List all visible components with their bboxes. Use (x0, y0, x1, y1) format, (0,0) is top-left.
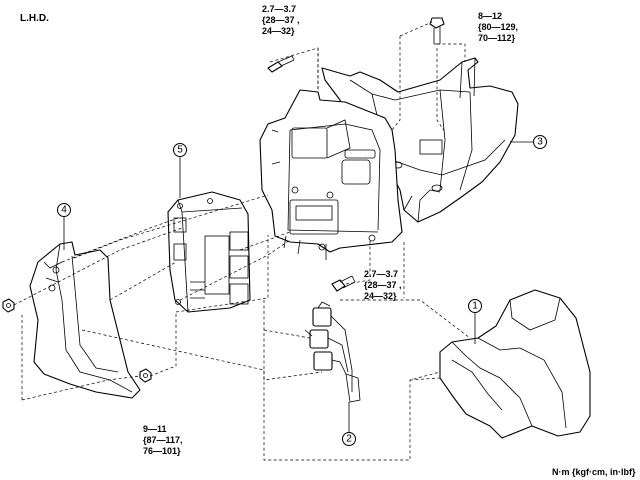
svg-text:3: 3 (537, 137, 543, 148)
svg-text:5: 5 (177, 145, 183, 156)
callout-3: 3 (510, 135, 547, 149)
svg-text:76—101}: 76—101} (143, 446, 181, 456)
torque-spec-top-center: 2.7—3.7 {28—37 , 24—32} (262, 4, 300, 36)
alignment-lines (13, 21, 471, 461)
svg-text:4: 4 (61, 205, 67, 216)
pcm-bracket (259, 89, 403, 260)
connector-harness (304, 301, 361, 403)
torque-spec-bottom-left: 9—11 {87—117, 76—101} (143, 424, 183, 456)
svg-text:{28—37 ,: {28—37 , (262, 15, 300, 25)
units-note: N·m {kgf·cm, in·lbf} (552, 467, 636, 477)
callout-1: 1 (468, 299, 482, 344)
bolt-top-center (267, 55, 295, 73)
svg-text:{87—117,: {87—117, (143, 435, 183, 445)
bolt-top-right (429, 17, 445, 45)
callout-4: 4 (57, 203, 71, 250)
torque-spec-top-right: 8—12 {80—129, 70—112} (478, 11, 518, 43)
right-cover (439, 289, 591, 439)
callout-5: 5 (173, 143, 187, 198)
svg-text:8—12: 8—12 (478, 11, 502, 21)
left-cover (29, 241, 141, 399)
svg-text:24—32}: 24—32} (364, 291, 397, 301)
torque-spec-mid-right: 2.7—3.7 {28—37 , 24—32} (364, 269, 402, 301)
pcm-unit (167, 191, 251, 313)
svg-text:2.7—3.7: 2.7—3.7 (364, 269, 398, 279)
nut-left (2, 298, 15, 313)
svg-text:{80—129,: {80—129, (478, 22, 518, 32)
svg-text:70—112}: 70—112} (478, 33, 516, 43)
svg-text:2: 2 (346, 434, 352, 445)
svg-text:24—32}: 24—32} (262, 26, 295, 36)
svg-text:2.7—3.7: 2.7—3.7 (262, 4, 296, 14)
svg-text:9—11: 9—11 (143, 424, 167, 434)
svg-text:1: 1 (472, 301, 478, 312)
bolt-mid-right (331, 275, 356, 292)
nut-bottom-left (139, 368, 152, 383)
callout-2: 2 (342, 402, 356, 446)
drive-side-label: L.H.D. (20, 13, 49, 24)
svg-text:{28—37 ,: {28—37 , (364, 280, 402, 290)
